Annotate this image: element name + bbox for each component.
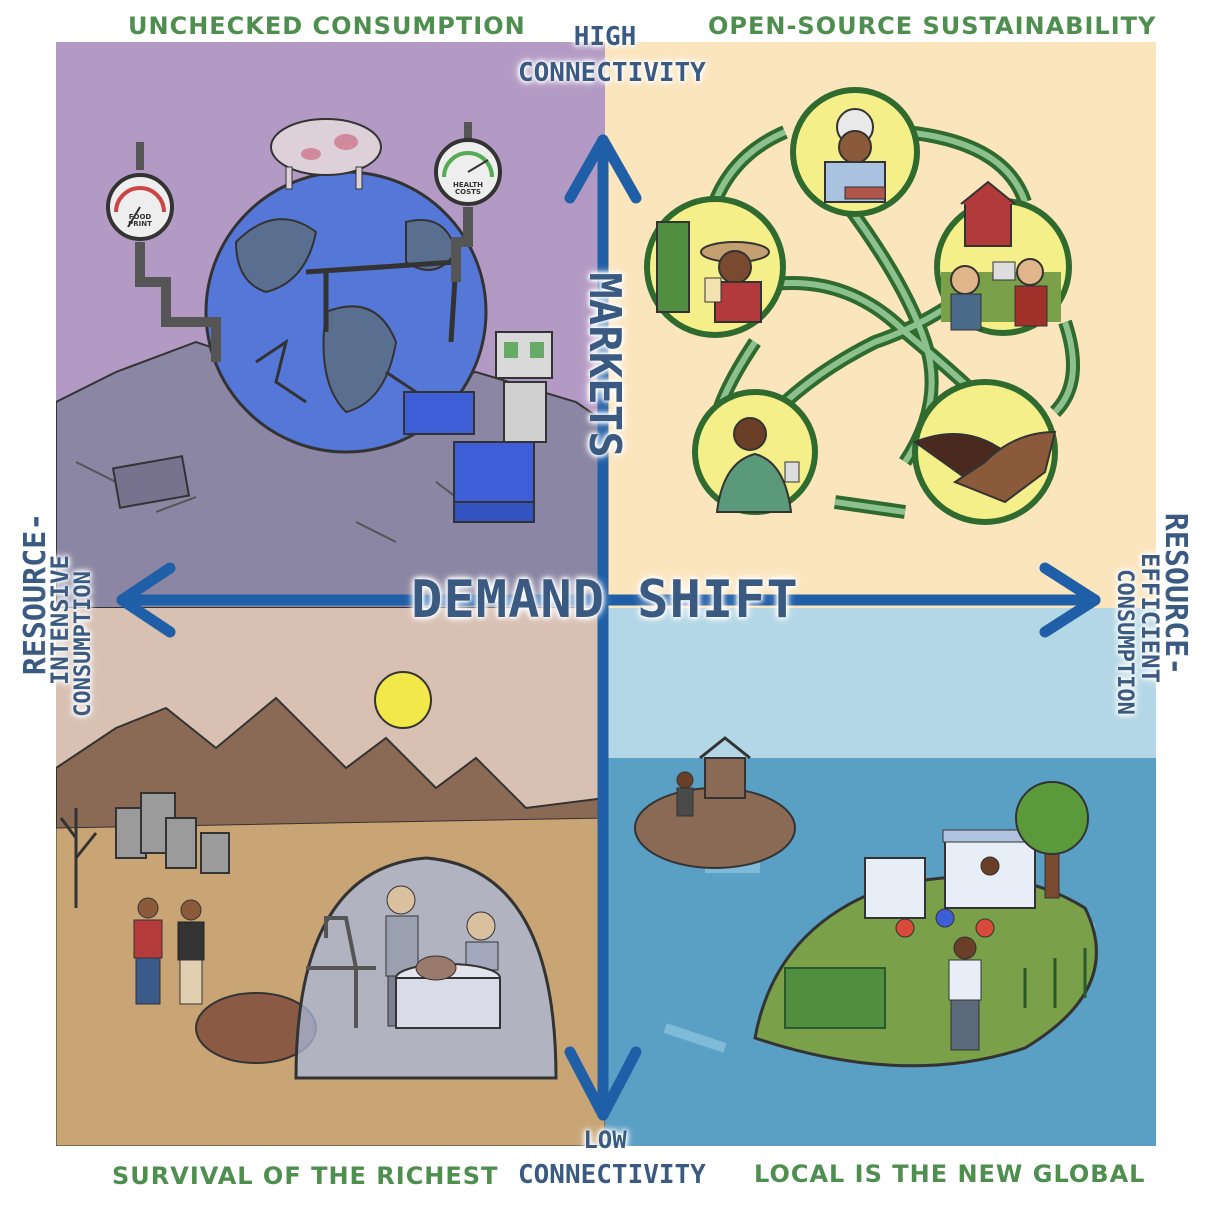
high-connectivity-label-line1: HIGH — [573, 22, 637, 52]
unchecked-consumption-illustration — [56, 118, 605, 608]
crop-field — [784, 967, 886, 1029]
farmer-with-tomato — [948, 936, 982, 1051]
resource-efficient-arrowhead — [1039, 562, 1101, 638]
quadrant-unchecked-consumption: FOOD PRINT HEALTH COSTS — [56, 42, 605, 608]
quadrant-open-source-sustainability — [605, 42, 1156, 608]
food-print-label: FOOD PRINT — [128, 213, 152, 228]
resource-intensive-label-line1: RESOURCE- — [18, 512, 53, 676]
resource-efficient-label-line1: RESOURCE- — [1158, 512, 1193, 676]
quadrant-survival-of-the-richest — [56, 608, 605, 1146]
markets-axis-label: MARKETS — [579, 272, 630, 458]
resource-intensive-arrowhead — [116, 562, 176, 638]
scenario-label-unchecked-consumption: UNCHECKED CONSUMPTION — [128, 12, 526, 40]
sun — [374, 671, 432, 729]
quadrant-local-is-the-new-global — [605, 608, 1156, 1146]
well — [699, 736, 751, 799]
robot — [495, 331, 553, 443]
food-print-gauge — [106, 142, 221, 362]
resource-intensive-label-line3: CONSUMPTION — [71, 571, 96, 717]
resource-intensive-label-line2: INTENSIVE — [46, 554, 74, 686]
local-island-illustration — [605, 608, 1156, 1146]
resource-efficient-label-line2: EFFICIENT — [1136, 552, 1164, 684]
demand-shift-axis-label: DEMAND SHIFT — [411, 570, 799, 630]
market-stall — [864, 829, 1038, 938]
tree — [1015, 781, 1089, 899]
barn-circle — [934, 180, 1072, 336]
open-source-network-illustration — [644, 87, 1080, 525]
scenario-label-open-source-sustainability: OPEN-SOURCE SUSTAINABILITY — [708, 12, 1157, 40]
blue-container — [453, 441, 535, 503]
low-connectivity-arrowhead — [564, 1046, 642, 1121]
handshake-circle — [912, 379, 1058, 525]
health-costs-gauge — [434, 122, 502, 282]
blue-container — [453, 501, 535, 523]
ruined-buildings — [115, 792, 230, 874]
high-connectivity-label-line2: CONNECTIVITY — [518, 58, 706, 88]
scenario-label-local-is-the-new-global: LOCAL IS THE NEW GLOBAL — [754, 1160, 1146, 1188]
high-connectivity-arrowhead — [564, 134, 642, 204]
phone-user-circle — [692, 389, 818, 515]
low-connectivity-label-line1: LOW — [583, 1126, 627, 1154]
health-costs-label: HEALTH COSTS — [453, 181, 483, 196]
tomato-plants — [1023, 948, 1087, 1008]
farmer-circle — [644, 196, 786, 338]
scenario-label-survival-of-the-richest: SURVIVAL OF THE RICHEST — [112, 1162, 499, 1190]
sky — [605, 608, 1156, 758]
refugees — [133, 897, 205, 1005]
cow — [270, 118, 382, 176]
survival-illustration — [56, 671, 605, 1146]
low-connectivity-label-line2: CONNECTIVITY — [518, 1160, 706, 1190]
box-debris — [111, 455, 191, 509]
blue-container — [403, 391, 475, 435]
rich-diners — [385, 885, 501, 1029]
scientist-circle — [790, 87, 920, 217]
resource-efficient-label-line3: CONSUMPTION — [1112, 569, 1137, 715]
